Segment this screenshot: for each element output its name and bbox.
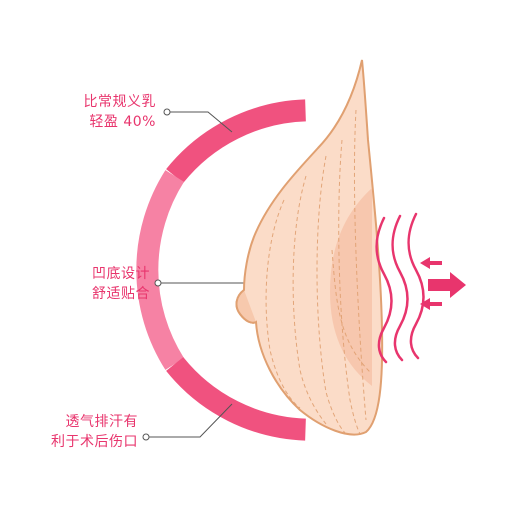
feature-label-breathable-line1: 透气排汗有 <box>65 414 138 430</box>
airflow-wave-icon <box>375 212 425 364</box>
feature-label-lightweight-line2: 轻盈 40% <box>89 114 156 130</box>
feature-label-concave: 凹底设计 舒适贴合 <box>40 264 150 304</box>
leader-dot-1 <box>163 108 171 116</box>
leader-lines <box>142 108 248 441</box>
feature-arc <box>136 99 307 441</box>
arc-segment-middle <box>136 170 185 370</box>
feature-label-concave-line1: 凹底设计 <box>92 266 150 282</box>
feature-label-concave-line2: 舒适贴合 <box>92 286 150 302</box>
feature-label-lightweight: 比常规义乳 轻盈 40% <box>48 92 156 132</box>
arc-segment-top <box>166 99 307 184</box>
leader-dot-3 <box>142 433 150 441</box>
left-arrow-icon <box>420 257 442 310</box>
prosthesis-concave-area <box>330 188 372 386</box>
arc-segment-bottom <box>166 356 307 441</box>
feature-label-breathable-line2: 利于术后伤口 <box>51 434 138 450</box>
leader-line-1 <box>170 111 233 133</box>
contour-lines <box>265 109 371 435</box>
leader-dot-2 <box>154 279 162 287</box>
right-arrow-icon <box>428 272 466 298</box>
leader-line-3 <box>149 403 233 438</box>
airflow-arrows <box>420 257 466 310</box>
breast-prosthesis <box>235 59 384 436</box>
nipple <box>235 289 257 324</box>
feature-label-lightweight-line1: 比常规义乳 <box>83 94 156 110</box>
feature-label-breathable: 透气排汗有 利于术后伤口 <box>44 412 138 452</box>
